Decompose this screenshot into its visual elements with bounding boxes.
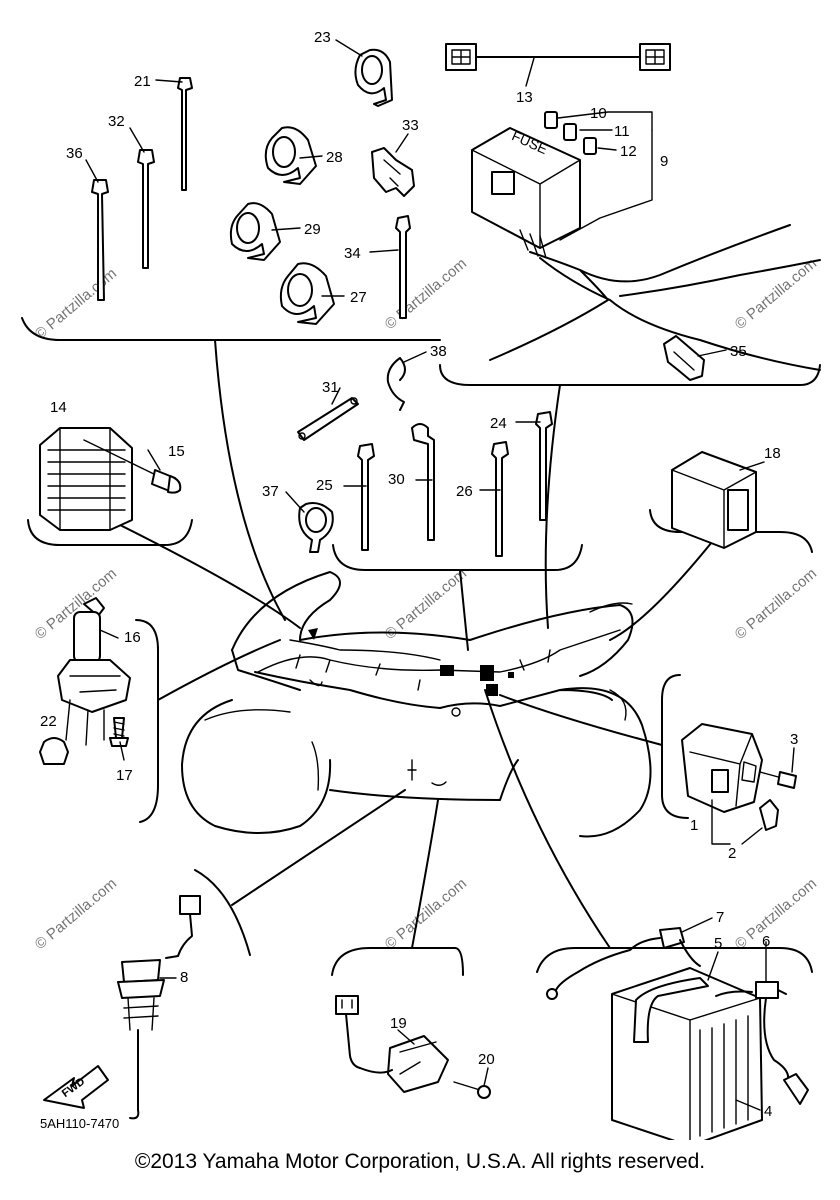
part-15-bolt [83, 439, 182, 494]
callout-34: 34 [344, 245, 361, 262]
part-27-clamp [279, 262, 335, 325]
callout-24: 24 [490, 415, 507, 432]
part-16-main-switch [57, 597, 131, 746]
parts-diagram: © Partzilla.com © Partzilla.com © Partzi… [21, 29, 821, 1140]
callout-22: 22 [40, 713, 57, 730]
callout-35: 35 [730, 343, 747, 360]
part-13-connector [445, 43, 671, 71]
part-34-band [395, 215, 411, 319]
part-17-screw [109, 717, 129, 747]
part-25-band [357, 443, 375, 551]
part-23-clamp [354, 48, 393, 107]
part-18-relay [671, 451, 757, 549]
part-9-fuse-box: FUSE [471, 127, 821, 371]
part-28-clamp [264, 126, 317, 185]
callout-10: 10 [590, 105, 607, 122]
part-19-sensor [335, 995, 449, 1093]
fuses [544, 111, 597, 155]
callout-14: 14 [50, 399, 67, 416]
part-12-fuse [583, 137, 597, 155]
callout-13: 13 [516, 89, 533, 106]
part-22-cap [39, 737, 69, 765]
callout-25: 25 [316, 477, 333, 494]
section-brackets [21, 317, 821, 976]
callout-30: 30 [388, 471, 405, 488]
part-24-band [535, 411, 553, 521]
part-5-band [633, 977, 709, 1043]
part-29-clamp [229, 202, 281, 261]
part-21-band [177, 77, 193, 191]
watermark: © Partzilla.com [382, 875, 470, 953]
part-6-cable [715, 981, 809, 1105]
copyright-notice: ©2013 Yamaha Motor Corporation, U.S.A. A… [134, 1150, 706, 1173]
part-7-cable [546, 927, 701, 1000]
callout-numbers: 21 32 36 23 28 29 27 33 34 13 10 11 12 9… [40, 29, 798, 1120]
callout-21: 21 [134, 73, 151, 90]
part-36-band [91, 179, 109, 301]
callout-8: 8 [180, 969, 188, 986]
callout-2: 2 [728, 845, 736, 862]
part-14-rectifier-regulator [39, 427, 133, 531]
callout-27: 27 [350, 289, 367, 306]
fwd-arrow-icon: FWD [43, 1065, 109, 1109]
part-8-neutral-switch [117, 895, 201, 1120]
watermark: © Partzilla.com [732, 875, 820, 953]
callout-23: 23 [314, 29, 331, 46]
callout-12: 12 [620, 143, 637, 160]
callout-3: 3 [790, 731, 798, 748]
part-4-battery [611, 967, 763, 1140]
part-30-band [411, 423, 435, 541]
callout-leaders [85, 39, 795, 1111]
part-38-clip [386, 357, 406, 411]
callout-4: 4 [764, 1103, 772, 1120]
watermark: © Partzilla.com [382, 565, 470, 643]
callout-15: 15 [168, 443, 185, 460]
part-26-band [491, 441, 509, 557]
part-3-screw [759, 771, 797, 789]
callout-33: 33 [402, 117, 419, 134]
part-31-stay [297, 397, 359, 441]
callout-5: 5 [714, 935, 722, 952]
callout-36: 36 [66, 145, 83, 162]
part-1-starter-relay [681, 723, 763, 813]
callout-7: 7 [716, 909, 724, 926]
part-code: 5AH110-7470 [40, 1116, 119, 1131]
watermark: © Partzilla.com [382, 255, 470, 333]
callout-6: 6 [762, 933, 770, 950]
part-10-fuse [544, 111, 558, 129]
motorcycle-outline [181, 571, 652, 838]
part-2-cover [759, 799, 779, 831]
callout-20: 20 [478, 1051, 495, 1068]
callout-37: 37 [262, 483, 279, 500]
callout-11: 11 [614, 123, 630, 140]
callout-29: 29 [304, 221, 321, 238]
callout-18: 18 [764, 445, 781, 462]
callout-38: 38 [430, 343, 447, 360]
part-35-clip [663, 335, 705, 381]
watermark: © Partzilla.com [732, 255, 820, 333]
callout-19: 19 [390, 1015, 407, 1032]
callout-17: 17 [116, 767, 133, 784]
callout-32: 32 [108, 113, 125, 130]
callout-26: 26 [456, 483, 473, 500]
callout-28: 28 [326, 149, 343, 166]
watermark: © Partzilla.com [32, 265, 120, 343]
part-37-clamp [298, 502, 334, 553]
part-32-band [137, 149, 155, 269]
watermark: © Partzilla.com [732, 565, 820, 643]
part-11-fuse [563, 123, 577, 141]
part-33-clip [371, 147, 415, 197]
callout-31: 31 [322, 379, 339, 396]
callout-16: 16 [124, 629, 141, 646]
callout-1: 1 [690, 817, 698, 834]
callout-9: 9 [660, 153, 668, 170]
watermark: © Partzilla.com [32, 875, 120, 953]
